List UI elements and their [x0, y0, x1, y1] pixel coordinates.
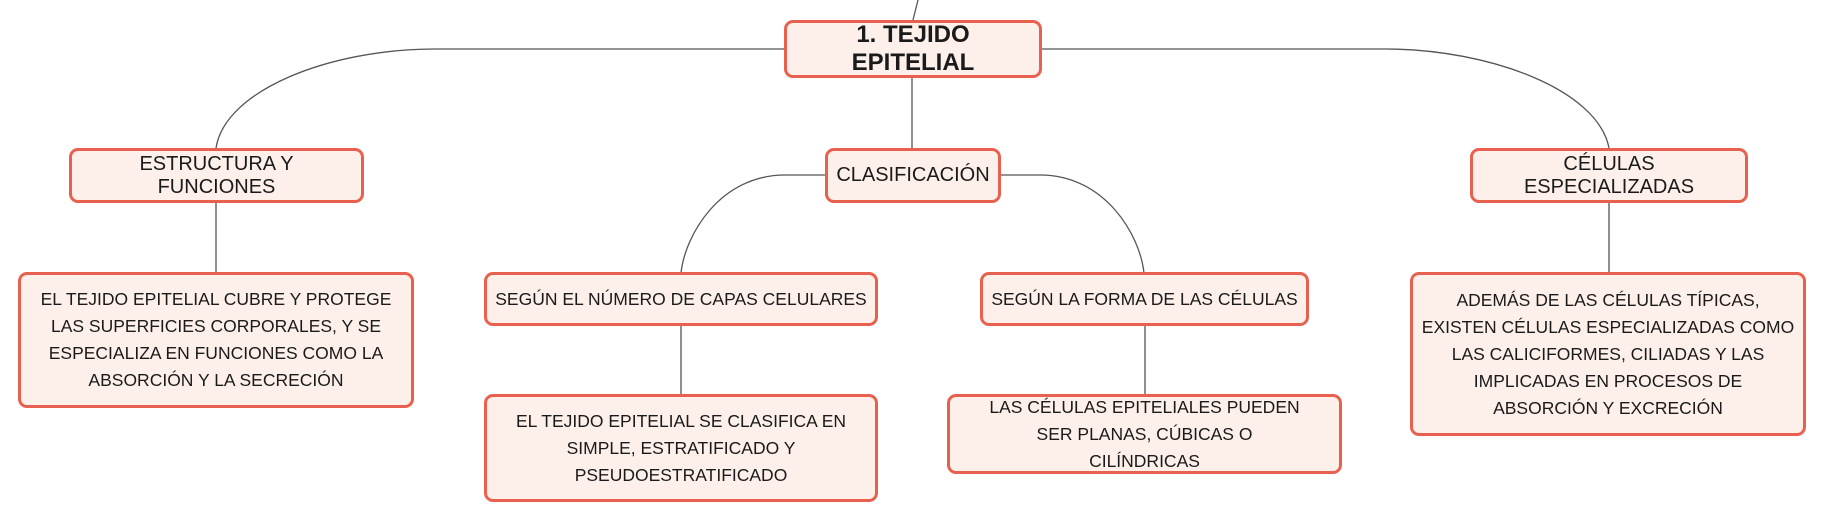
- forma-detail-text: LAS CÉLULAS EPITELIALES PUEDEN SER PLANA…: [989, 396, 1300, 471]
- forma-detail-node[interactable]: LAS CÉLULAS EPITELIALES PUEDEN SER PLANA…: [947, 394, 1342, 474]
- capas-detail-node[interactable]: EL TEJIDO EPITELIAL SE CLASIFICA EN SIMP…: [484, 394, 878, 502]
- connector-clasificacion-forma: [999, 174, 1145, 274]
- connector-parent-root: [912, 0, 919, 21]
- capas-node[interactable]: SEGÚN EL NÚMERO DE CAPAS CELULARES: [484, 272, 878, 326]
- estructura-detail-text: EL TEJIDO EPITELIAL CUBRE Y PROTEGE LAS …: [40, 289, 392, 390]
- capas-label: SEGÚN EL NÚMERO DE CAPAS CELULARES: [495, 288, 867, 309]
- branch-celulas-label: CÉLULAS ESPECIALIZADAS: [1523, 152, 1695, 198]
- connector-root-estructura: [215, 48, 784, 149]
- celulas-detail-text: ADEMÁS DE LAS CÉLULAS TÍPICAS, EXISTEN C…: [1421, 289, 1795, 418]
- connector-root-celulas: [1040, 48, 1610, 149]
- capas-detail-text: EL TEJIDO EPITELIAL SE CLASIFICA EN SIMP…: [515, 410, 847, 485]
- root-node-label: 1. TEJIDO EPITELIAL: [851, 21, 975, 76]
- forma-label: SEGÚN LA FORMA DE LAS CÉLULAS: [991, 288, 1298, 309]
- forma-node[interactable]: SEGÚN LA FORMA DE LAS CÉLULAS: [980, 272, 1309, 326]
- celulas-detail-node[interactable]: ADEMÁS DE LAS CÉLULAS TÍPICAS, EXISTEN C…: [1410, 272, 1806, 436]
- connector-clasificacion-capas: [680, 174, 825, 274]
- branch-clasificacion-node[interactable]: CLASIFICACIÓN: [825, 148, 1001, 203]
- branch-clasificacion-label: CLASIFICACIÓN: [836, 164, 990, 186]
- branch-estructura-label: ESTRUCTURA Y FUNCIONES: [139, 152, 294, 198]
- branch-celulas-node[interactable]: CÉLULAS ESPECIALIZADAS: [1470, 148, 1748, 203]
- estructura-detail-node[interactable]: EL TEJIDO EPITELIAL CUBRE Y PROTEGE LAS …: [18, 272, 414, 408]
- branch-estructura-node[interactable]: ESTRUCTURA Y FUNCIONES: [69, 148, 364, 203]
- root-node[interactable]: 1. TEJIDO EPITELIAL: [784, 20, 1042, 78]
